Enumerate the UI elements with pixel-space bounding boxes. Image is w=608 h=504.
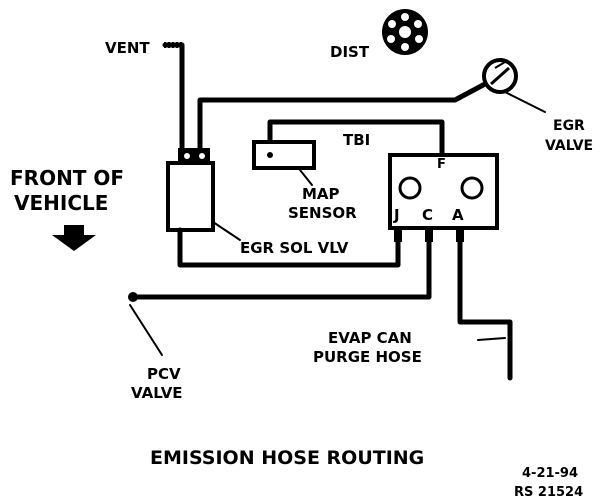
map-hose: [267, 119, 445, 158]
egr-solenoid-cap: [178, 148, 210, 165]
leader-map: [299, 169, 313, 186]
map-sensor-label-1: MAP: [302, 185, 340, 203]
distributor-icon: [382, 9, 428, 55]
port-c-label: C: [422, 206, 433, 224]
a-port-hose: [457, 239, 513, 381]
egr-valve-label-2: VALVE: [545, 138, 593, 154]
leader-egr-valve: [504, 91, 546, 113]
pcv-label-1: PCV: [147, 365, 181, 383]
c-port-hose: [132, 239, 432, 300]
tbi-label: TBI: [343, 131, 370, 149]
leader-egr-sol: [212, 221, 241, 241]
j-port-hose: [177, 227, 401, 268]
map-sensor-label-2: SENSOR: [288, 204, 357, 222]
pcv-label-2: VALVE: [131, 384, 183, 402]
evap-label-1: EVAP CAN: [328, 329, 412, 347]
evap-label-2: PURGE HOSE: [313, 348, 422, 366]
egr-valve-label-1: EGR: [553, 118, 585, 134]
front-arrow-icon: [52, 225, 96, 251]
date-label: 4-21-94: [522, 466, 578, 481]
port-a-label: A: [452, 206, 464, 224]
egr-sol-vlv-label: EGR SOL VLV: [240, 239, 349, 257]
egr-solenoid-body: [166, 161, 215, 232]
port-j-label: J: [393, 206, 400, 224]
tbi-port-hole: [460, 176, 484, 200]
diagram-title: EMISSION HOSE ROUTING: [150, 447, 424, 469]
front-label-1: FRONT OF: [10, 166, 124, 190]
pcv-valve-icon: [128, 292, 138, 302]
dist-label: DIST: [330, 43, 370, 61]
egr-valve-hose: [197, 81, 488, 153]
reference-label: RS 21524: [514, 485, 583, 500]
port-f-label: F: [437, 157, 446, 172]
egr-valve-icon: [482, 58, 518, 94]
front-label-2: VEHICLE: [14, 191, 108, 215]
map-sensor: [252, 140, 316, 170]
tbi-port-hole: [398, 176, 422, 200]
leader-pcv: [129, 304, 163, 356]
vent-hose: [162, 42, 185, 153]
leader-evap: [477, 337, 506, 341]
vent-label: VENT: [105, 39, 150, 57]
